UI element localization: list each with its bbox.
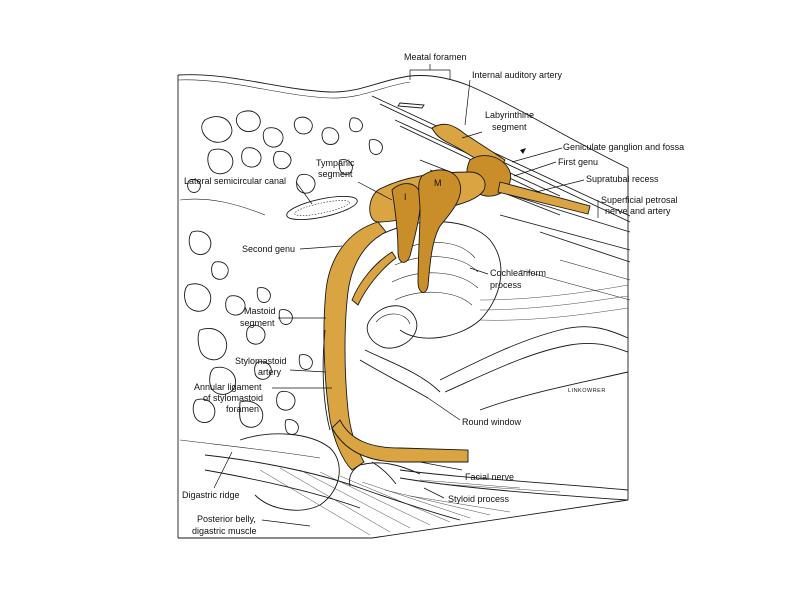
tensor-tympani-fibers	[439, 284, 629, 411]
label-internal-auditory-artery: Internal auditory artery	[472, 70, 563, 80]
label-labyrinthine-segment-line2: segment	[492, 122, 527, 132]
label-mastoid-segment-line2: segment	[240, 318, 275, 328]
superficial-petrosal-nerve	[497, 181, 591, 215]
label-superficial-petrosal-line1: Superficial petrosal	[601, 195, 678, 205]
label-ossicle-malleus: M	[434, 178, 442, 188]
label-cochleariform-line2: process	[490, 280, 522, 290]
label-superficial-petrosal-line2: nerve and artery	[605, 206, 671, 216]
stylomastoid-artery	[322, 329, 421, 487]
label-labyrinthine-segment-line1: Labyrinthine	[485, 110, 534, 120]
chorda-tympani	[351, 251, 397, 306]
label-annular-ligament-line1: Annular ligament	[194, 382, 262, 392]
label-meatal-foramen: Meatal foramen	[404, 52, 467, 62]
malleus-ossicle	[417, 169, 462, 293]
mastoid-air-cells	[179, 110, 383, 459]
labels: Meatal foramen Internal auditory artery …	[182, 52, 684, 536]
facial-nerve-course	[323, 123, 591, 471]
mastoid-segment	[323, 221, 387, 471]
label-stylomastoid-artery-line2: artery	[258, 367, 282, 377]
artist-signature: LINKOWRER	[568, 388, 606, 394]
leader-lines	[213, 64, 599, 527]
label-cochleariform-line1: Cochleariform	[490, 268, 546, 278]
facial-nerve-exit	[331, 419, 469, 463]
label-first-genu: First genu	[558, 157, 598, 167]
label-annular-ligament-line2: of stylomastoid	[203, 393, 263, 403]
label-round-window: Round window	[462, 417, 522, 427]
label-second-genu: Second genu	[242, 244, 295, 254]
label-styloid-process: Styloid process	[448, 494, 510, 504]
label-tympanic-segment-line2: segment	[318, 169, 353, 179]
incus-ossicle	[391, 183, 421, 263]
label-lateral-semicircular-canal: Lateral semicircular canal	[184, 176, 286, 186]
label-supratubal-recess: Supratubal recess	[586, 174, 659, 184]
label-annular-ligament-line3: foramen	[226, 404, 259, 414]
label-posterior-belly-line1: Posterior belly,	[197, 514, 256, 524]
label-ossicle-incus: I	[404, 192, 407, 202]
label-facial-nerve: Facial nerve	[465, 472, 514, 482]
label-mastoid-segment-line1: Mastoid	[244, 306, 276, 316]
label-digastric-ridge: Digastric ridge	[182, 490, 240, 500]
label-posterior-belly-line2: digastric muscle	[192, 526, 257, 536]
label-geniculate-ganglion: Geniculate ganglion and fossa	[563, 142, 684, 152]
lateral-semicircular-canal	[286, 195, 358, 221]
label-tympanic-segment-line1: Tympanic	[316, 158, 355, 168]
label-stylomastoid-artery-line1: Stylomastoid	[235, 356, 287, 366]
